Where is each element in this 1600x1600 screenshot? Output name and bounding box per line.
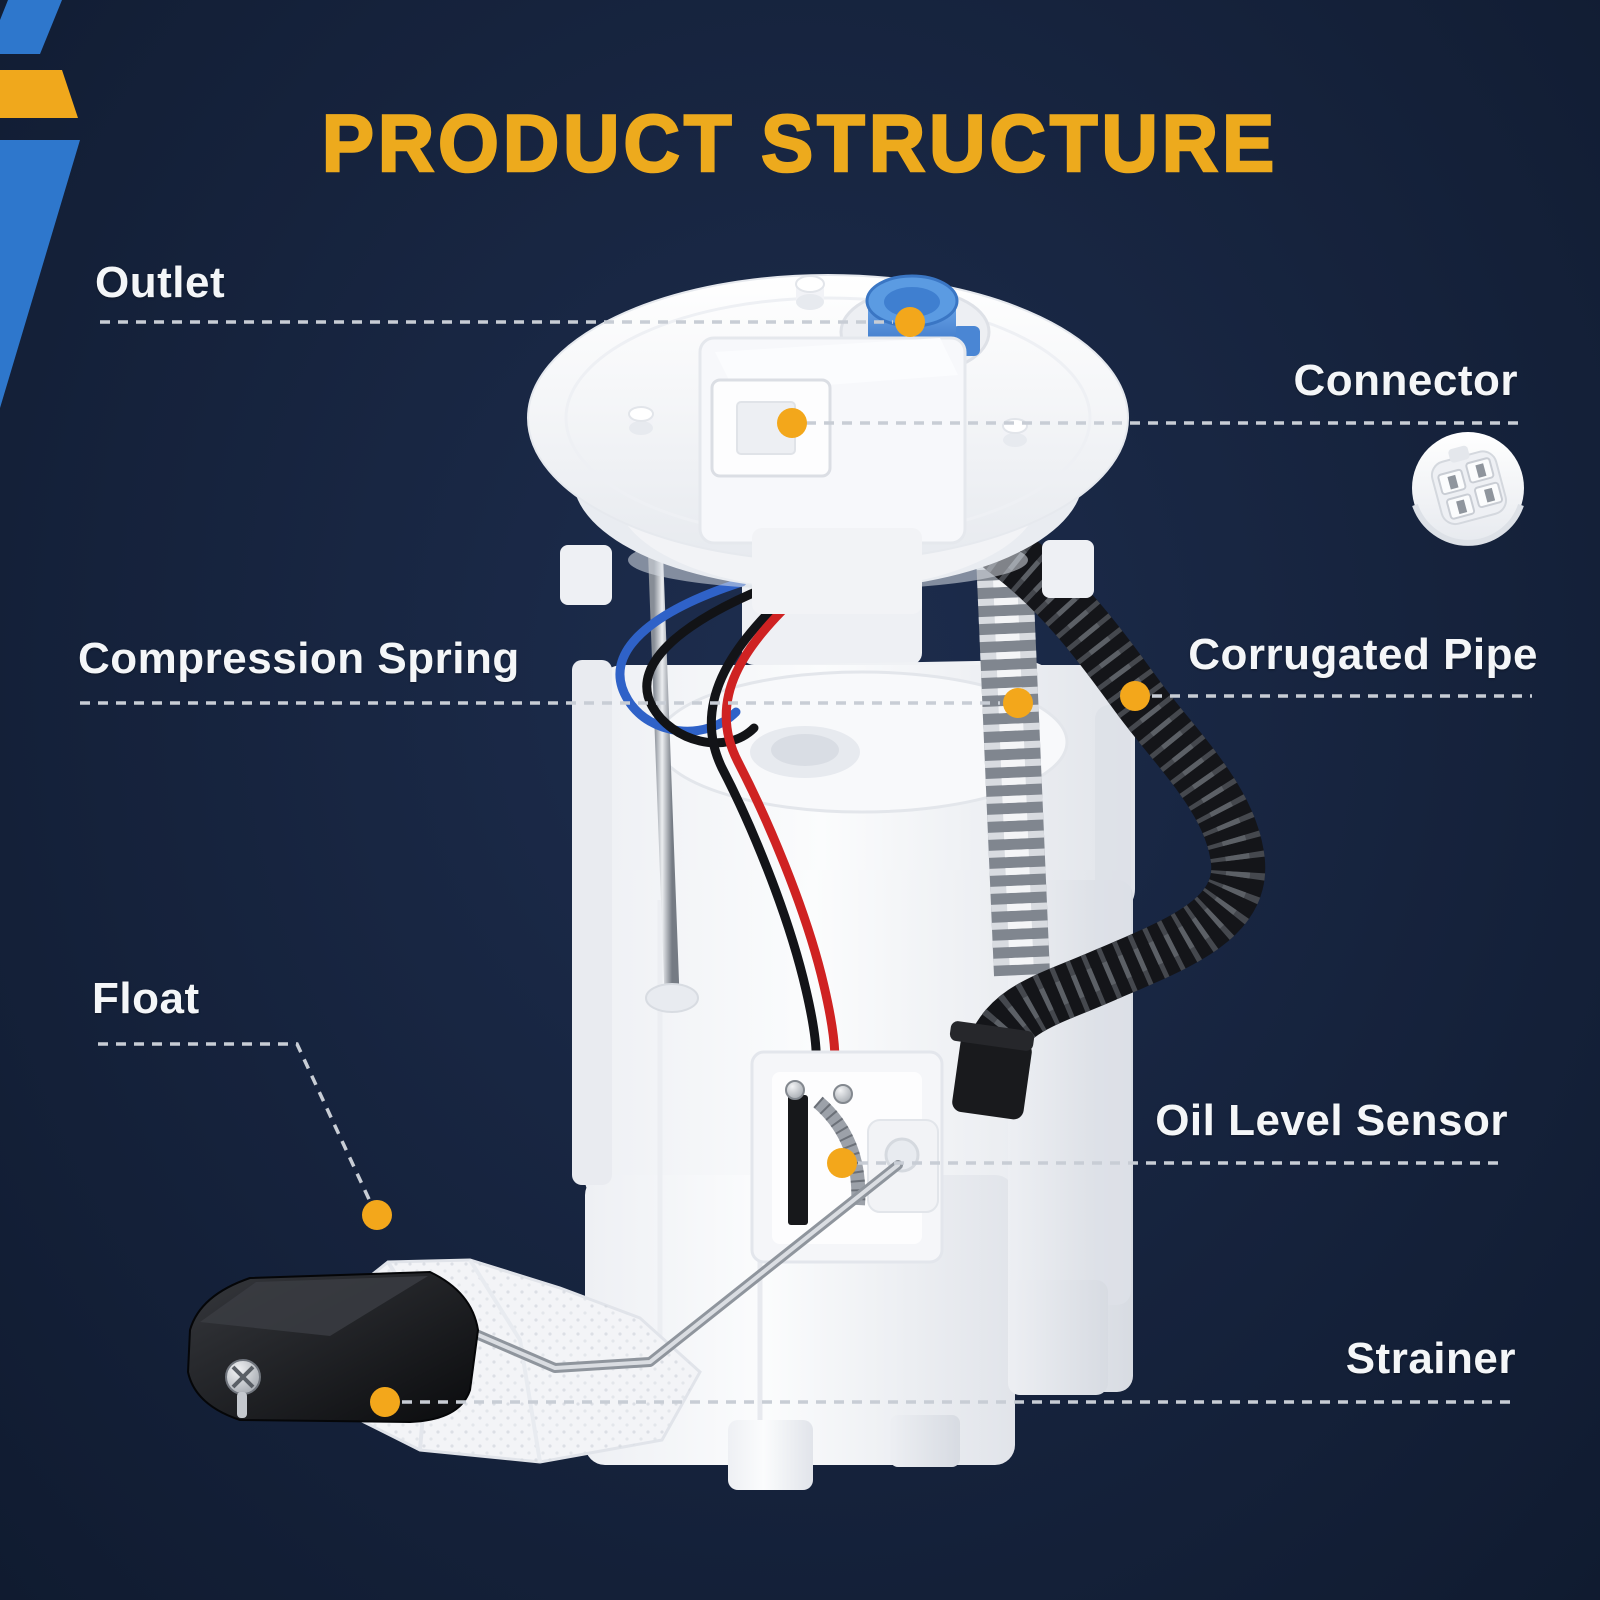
- guide-rod: [645, 504, 699, 1013]
- corner-ribbon: [0, 0, 80, 408]
- compression-spring-dot: [1003, 688, 1033, 718]
- ribbon-stripe-blue-top: [0, 0, 62, 54]
- sensor-resistor-strip: [788, 1095, 808, 1225]
- pipe-end-fitting: [952, 1034, 1032, 1120]
- label-oil-level-sensor: Oil Level Sensor: [1155, 1096, 1508, 1145]
- top-flange-disc: [527, 274, 1129, 614]
- ribbon-stripe-blue-big: [0, 140, 80, 408]
- mounting-foot: [728, 1420, 813, 1490]
- blue-wire: [615, 577, 747, 736]
- connector-dot: [777, 408, 807, 438]
- flange-peg: [628, 406, 654, 435]
- connector-face-4-pin-icon: [1430, 445, 1507, 526]
- callout-dots: [362, 307, 1150, 1417]
- float-leader-line: [98, 1042, 376, 1211]
- compression-spring: [974, 506, 1050, 977]
- callout-annotations: [80, 320, 1532, 1404]
- flange-peg: [795, 275, 825, 310]
- label-corrugated-pipe: Corrugated Pipe: [1188, 630, 1538, 679]
- float-dot: [362, 1200, 392, 1230]
- float: [186, 1270, 480, 1424]
- connector-inset: [1412, 432, 1524, 546]
- outlet-dot: [895, 307, 925, 337]
- label-strainer: Strainer: [1345, 1334, 1516, 1383]
- float-arm: [427, 1160, 903, 1373]
- wiring-harness: [615, 577, 840, 1095]
- sensor-terminal-screw: [785, 1080, 805, 1100]
- oil-level-sensor-dot: [827, 1148, 857, 1178]
- label-outlet: Outlet: [95, 258, 226, 307]
- connector-housing: [698, 336, 967, 614]
- page-title: PRODUCT STRUCTURE: [321, 96, 1279, 190]
- label-connector: Connector: [1293, 356, 1518, 405]
- label-float: Float: [92, 974, 200, 1023]
- black-wire-2: [706, 585, 821, 1095]
- red-wire: [721, 583, 840, 1093]
- ribbon-stripe-yellow: [0, 70, 78, 118]
- strainer-dot: [370, 1387, 400, 1417]
- sensor-terminal-screw: [833, 1084, 853, 1104]
- fuel-pump-module: [186, 274, 1266, 1490]
- label-compression-spring: Compression Spring: [78, 634, 520, 683]
- corrugated-pipe: [949, 521, 1266, 1120]
- corrugated-pipe-dot: [1120, 681, 1150, 711]
